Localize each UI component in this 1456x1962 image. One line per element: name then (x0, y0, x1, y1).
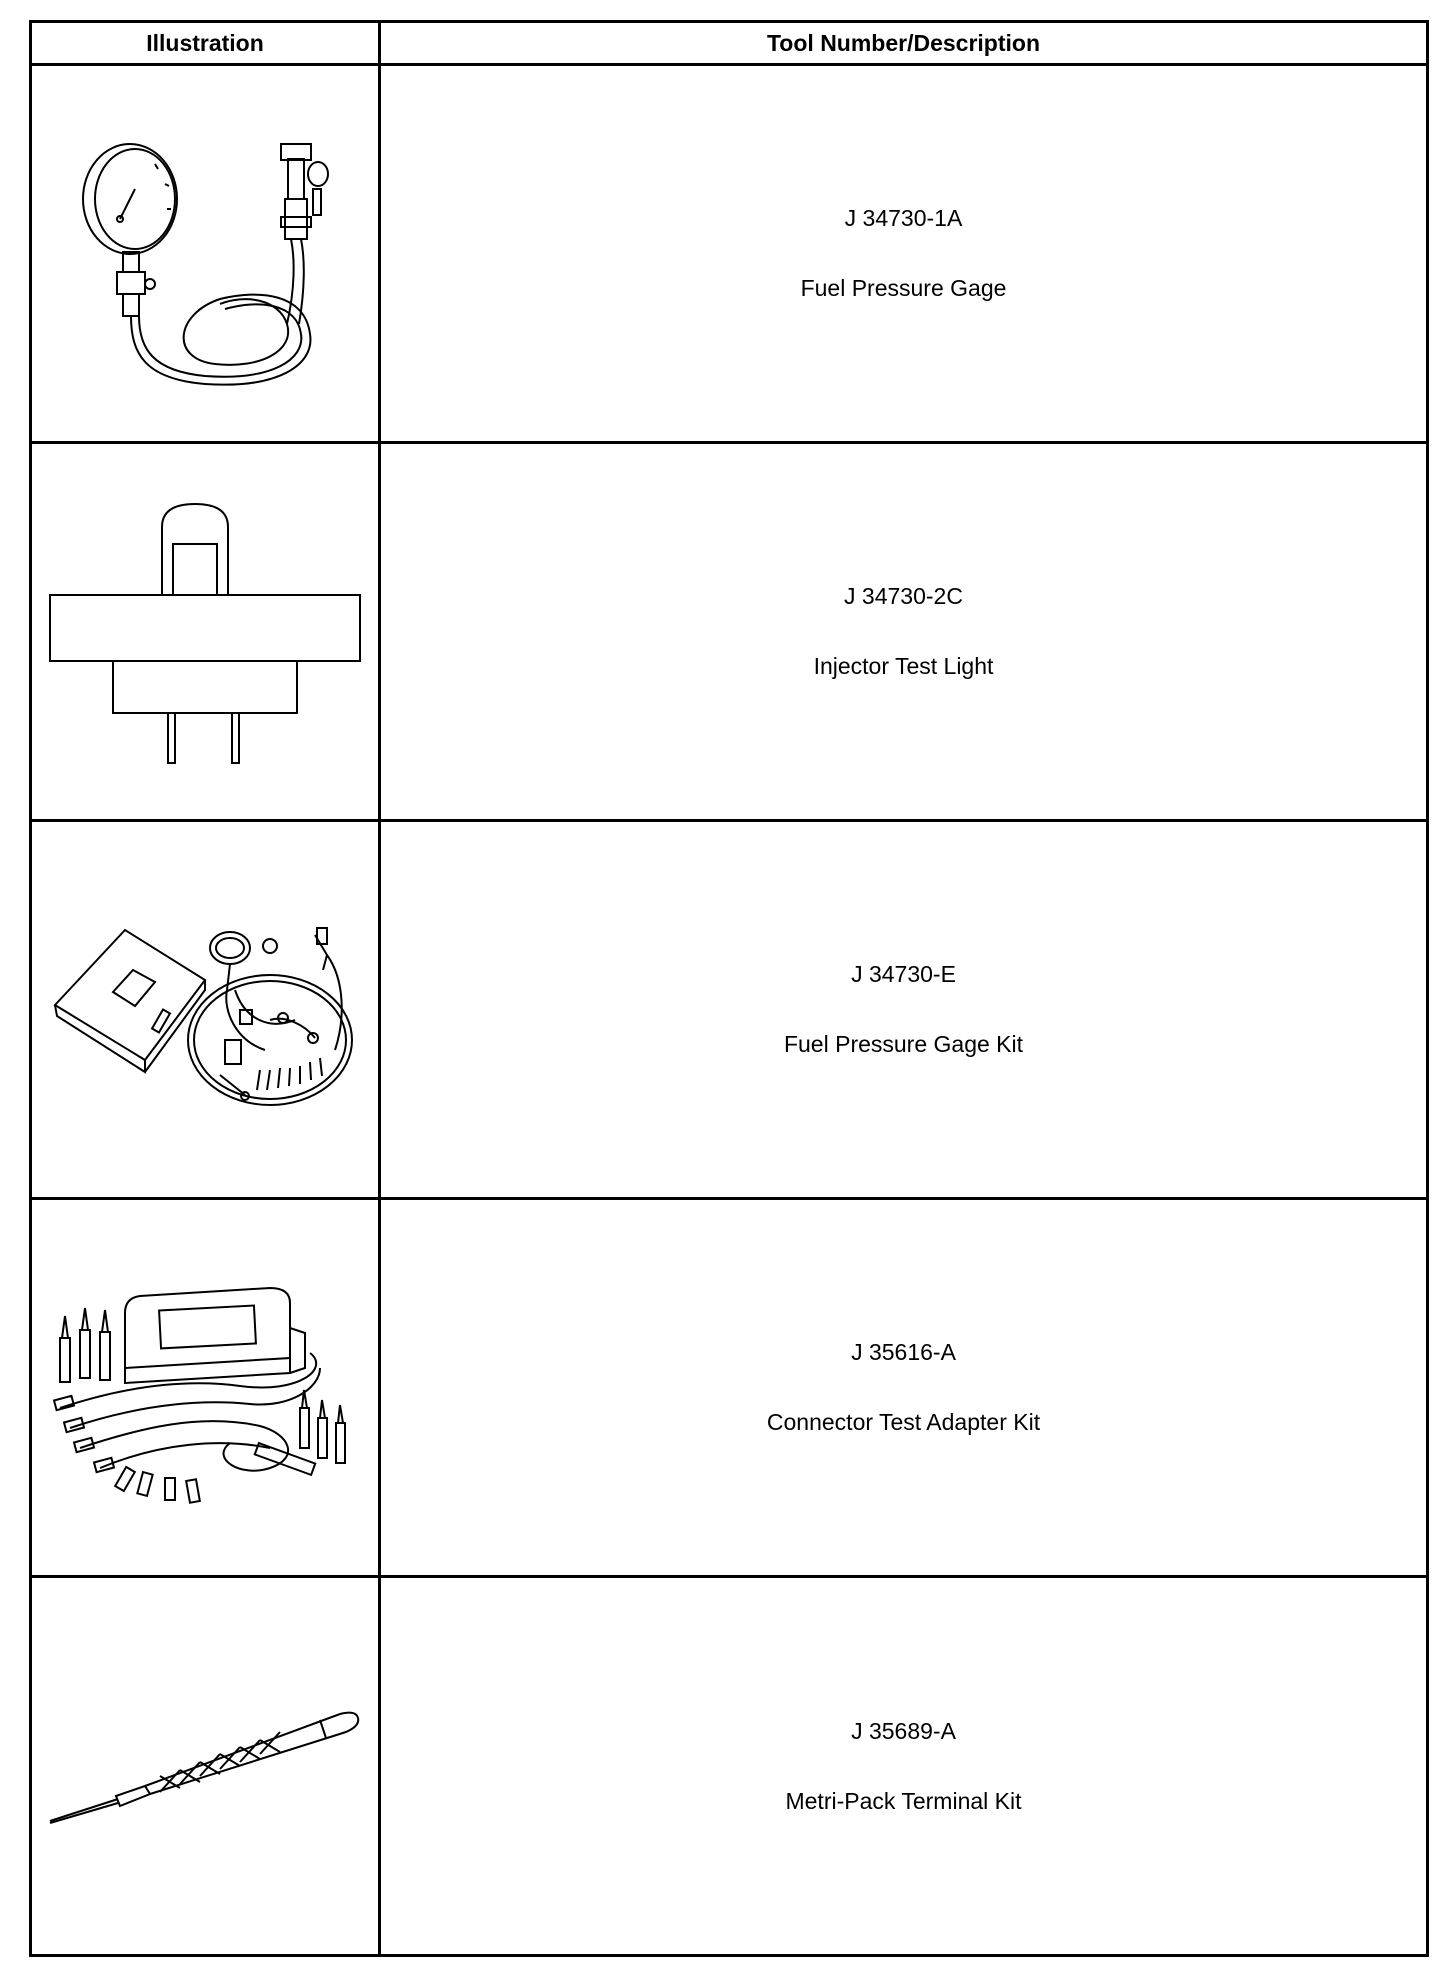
tool-description: Fuel Pressure Gage (800, 275, 1007, 301)
illustration-cell (32, 1200, 381, 1575)
tool-description: Fuel Pressure Gage Kit (783, 1031, 1024, 1057)
illustration-cell (32, 444, 381, 819)
tool-description: Injector Test Light (813, 653, 994, 679)
table-header: Illustration Tool Number/Description (32, 23, 1426, 66)
tool-description: Metri-Pack Terminal Kit (785, 1787, 1022, 1814)
description-cell: J 34730-E Fuel Pressure Gage Kit (381, 822, 1426, 1197)
description-cell: J 35616-A Connector Test Adapter Kit (381, 1200, 1426, 1575)
illustration-cell (32, 1578, 381, 1954)
table-row: J 35616-A Connector Test Adapter Kit (32, 1200, 1426, 1578)
tool-number: J 34730-2C (844, 583, 963, 609)
tool-number: J 34730-1A (844, 205, 963, 231)
injector-test-light-icon (40, 482, 370, 782)
description-cell: J 34730-2C Injector Test Light (381, 444, 1426, 819)
connector-test-adapter-kit-icon (40, 1258, 370, 1518)
fuel-pressure-gage-icon (55, 89, 355, 419)
tool-description: Connector Test Adapter Kit (766, 1409, 1041, 1435)
illustration-cell (32, 66, 381, 441)
description-cell: J 35689-A Metri-Pack Terminal Kit (381, 1578, 1426, 1954)
tool-table: Illustration Tool Number/Description (29, 20, 1429, 1957)
header-illustration: Illustration (32, 23, 381, 63)
illustration-cell (32, 822, 381, 1197)
table-row: J 35689-A Metri-Pack Terminal Kit (32, 1578, 1426, 1954)
tool-number: J 34730-E (851, 961, 956, 987)
metri-pack-terminal-kit-icon (40, 1696, 370, 1836)
fuel-pressure-gage-kit-icon (45, 910, 365, 1110)
description-cell: J 34730-1A Fuel Pressure Gage (381, 66, 1426, 441)
tool-number: J 35689-A (851, 1717, 956, 1744)
table-row: J 34730-2C Injector Test Light (32, 444, 1426, 822)
table-row: J 34730-1A Fuel Pressure Gage (32, 66, 1426, 444)
tool-number: J 35616-A (851, 1339, 956, 1365)
table-row: J 34730-E Fuel Pressure Gage Kit (32, 822, 1426, 1200)
header-tool-description: Tool Number/Description (766, 29, 1041, 56)
